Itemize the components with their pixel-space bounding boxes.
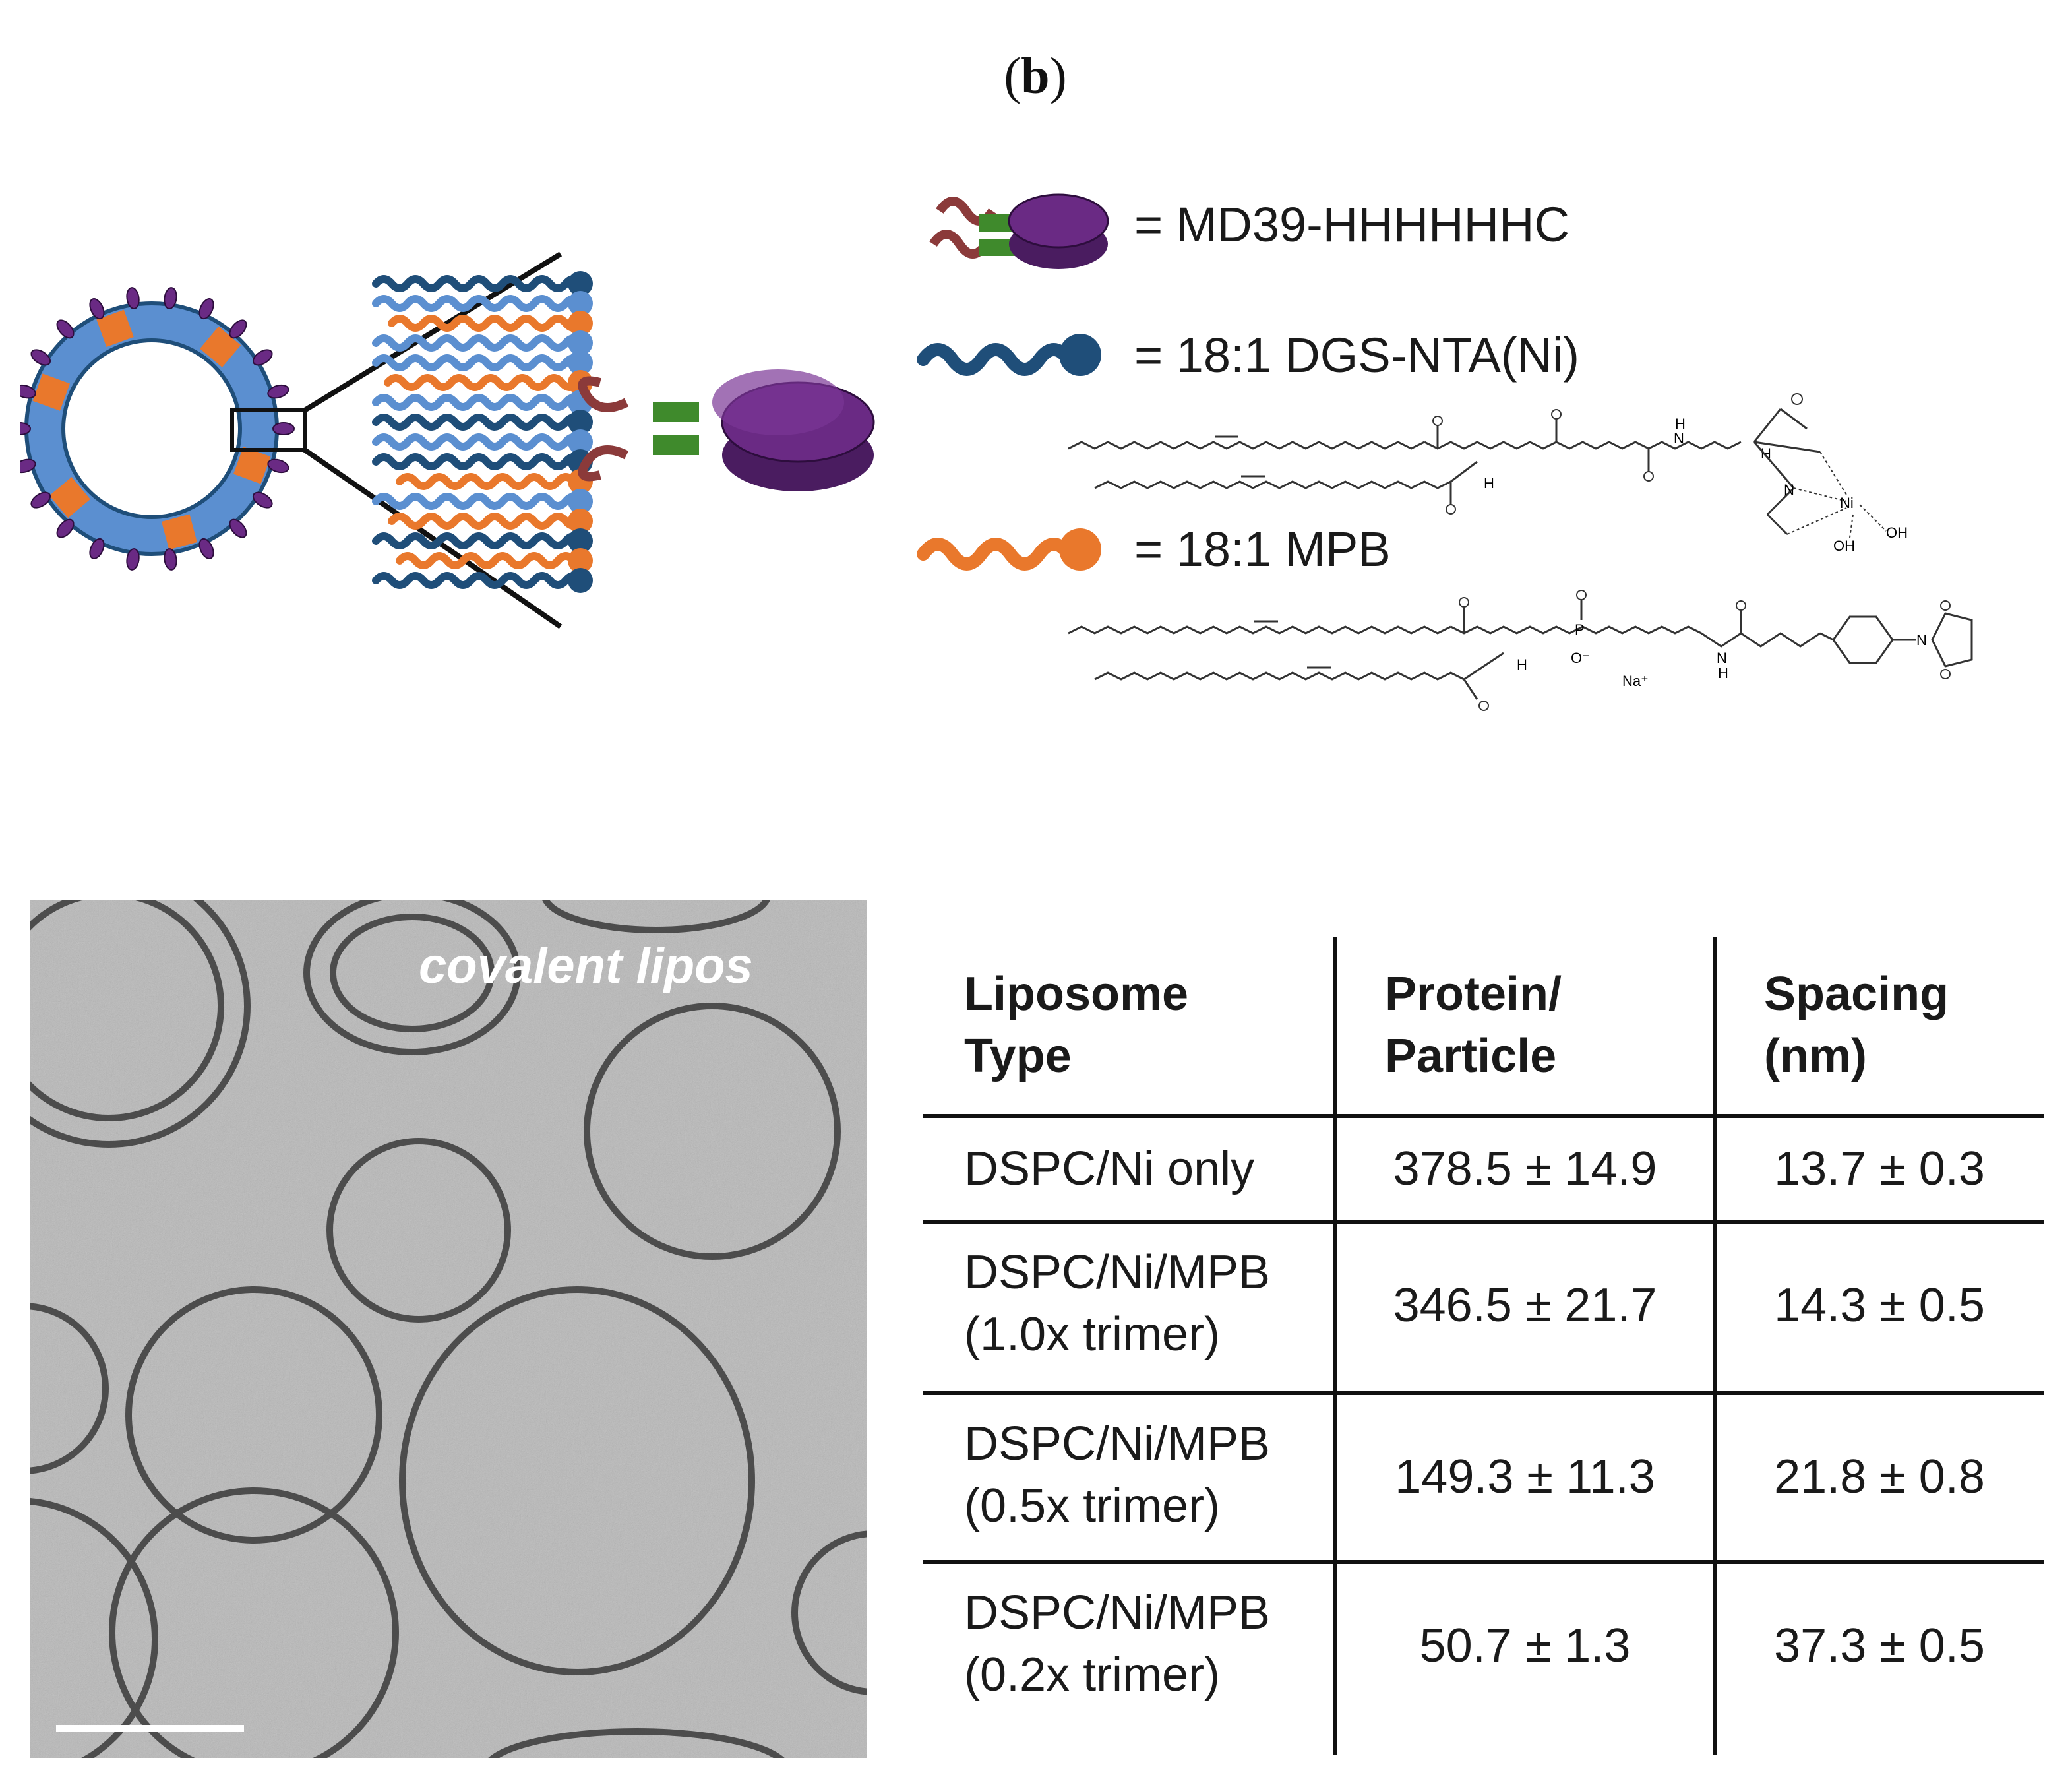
micrograph-label: covalent lipos — [419, 938, 753, 994]
row-1-type: DSPC/Ni only — [964, 1142, 1255, 1195]
row-4-type: DSPC/Ni/MPB(0.2x trimer) — [964, 1586, 1271, 1701]
zoom-protein — [578, 369, 875, 491]
protein-legend-icon — [929, 193, 1109, 269]
row-1-protein: 378.5 ± 14.9 — [1393, 1142, 1657, 1195]
liposome-schematic — [20, 251, 875, 629]
zoom-line-bottom — [303, 447, 563, 629]
nta-h-amide: H — [1675, 416, 1686, 432]
mpb-p: P — [1575, 621, 1585, 638]
row-1-spacing: 13.7 ± 0.3 — [1774, 1142, 1985, 1195]
table-grid — [923, 937, 2044, 1755]
row-3-spacing: 21.8 ± 0.8 — [1774, 1451, 1985, 1503]
legend-protein-label: = MD39-HHHHHHC — [1134, 197, 1569, 252]
legend-mpb-lipid-label: = 18:1 MPB — [1134, 522, 1391, 577]
liposome-ring — [20, 287, 295, 571]
zoom-box — [230, 408, 307, 452]
zoom-line-top — [303, 251, 563, 413]
header-protein-particle: Protein/Particle — [1385, 968, 1562, 1082]
cryo-em-micrograph: covalent lipos — [30, 900, 867, 1758]
ring-mpb-patches — [32, 309, 271, 550]
nta-lipid-legend-icon — [917, 334, 1101, 376]
mpb-na: Na⁺ — [1622, 673, 1649, 689]
mpb-o-minus: O⁻ — [1571, 650, 1590, 666]
mpb-n-amide: N — [1717, 650, 1727, 666]
nta-ni: Ni — [1840, 495, 1854, 511]
row-2-protein: 346.5 ± 21.7 — [1393, 1279, 1657, 1332]
row-4-spacing: 37.3 ± 0.5 — [1774, 1619, 1985, 1672]
bilayer-zoom — [372, 271, 593, 593]
nta-oh-1: OH — [1886, 524, 1908, 541]
row-3-type: DSPC/Ni/MPB(0.5x trimer) — [964, 1418, 1271, 1532]
nta-h-glycerol: H — [1484, 475, 1494, 491]
row-3-protein: 149.3 ± 11.3 — [1395, 1451, 1655, 1503]
nta-n: N — [1784, 482, 1794, 498]
mpb-n-imide: N — [1916, 632, 1927, 648]
mpb-lipid-legend-icon — [917, 528, 1101, 571]
nta-oh-2: OH — [1833, 538, 1855, 554]
mpb-h-glycerol: H — [1517, 656, 1527, 673]
nta-lipid-structure: H H N H N Ni OH OH — [1068, 393, 1908, 554]
nta-n-amide: N — [1674, 430, 1684, 447]
row-4-protein: 50.7 ± 1.3 — [1419, 1619, 1631, 1672]
row-2-type: DSPC/Ni/MPB(1.0x trimer) — [964, 1246, 1271, 1361]
row-2-spacing: 14.3 ± 0.5 — [1774, 1279, 1985, 1332]
ring-proteins — [20, 287, 295, 571]
panel-label: (b) — [1004, 47, 1067, 104]
legend-nta-lipid-label: = 18:1 DGS-NTA(Ni) — [1134, 328, 1580, 383]
mpb-lipid-structure: H P O⁻ Na⁺ N H N — [1068, 590, 1973, 711]
header-spacing: Spacing(nm) — [1764, 968, 1949, 1082]
mpb-h-amide: H — [1718, 665, 1728, 681]
